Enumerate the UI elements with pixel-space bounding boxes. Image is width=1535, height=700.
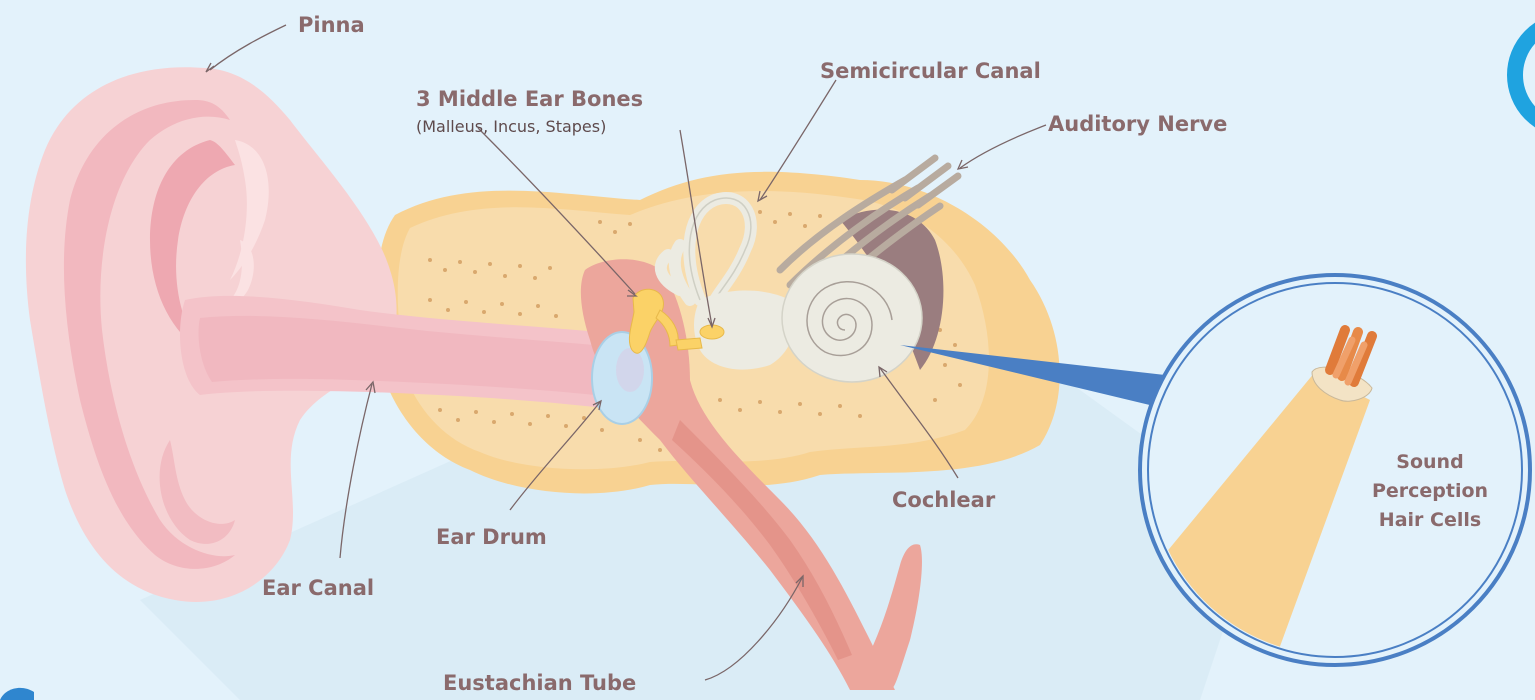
label-eustachian-tube: Eustachian Tube	[443, 671, 636, 695]
label-hair-cells-line3: Hair Cells	[1379, 509, 1481, 531]
label-cochlear: Cochlear	[892, 488, 996, 512]
label-hair-cells-line2: Perception	[1372, 480, 1488, 502]
label-auditory-nerve: Auditory Nerve	[1048, 112, 1227, 136]
label-middle-ear-bones-names: (Malleus, Incus, Stapes)	[416, 117, 606, 136]
label-hair-cells-line1: Sound	[1396, 451, 1463, 473]
label-pinna: Pinna	[298, 13, 365, 37]
label-ear-drum: Ear Drum	[436, 525, 547, 549]
cochlea	[782, 254, 922, 382]
label-ear-canal: Ear Canal	[262, 576, 374, 600]
label-middle-ear-bones: 3 Middle Ear Bones	[416, 87, 643, 111]
label-semicircular-canal: Semicircular Canal	[820, 59, 1041, 83]
ear-drum-highlight	[616, 348, 644, 392]
